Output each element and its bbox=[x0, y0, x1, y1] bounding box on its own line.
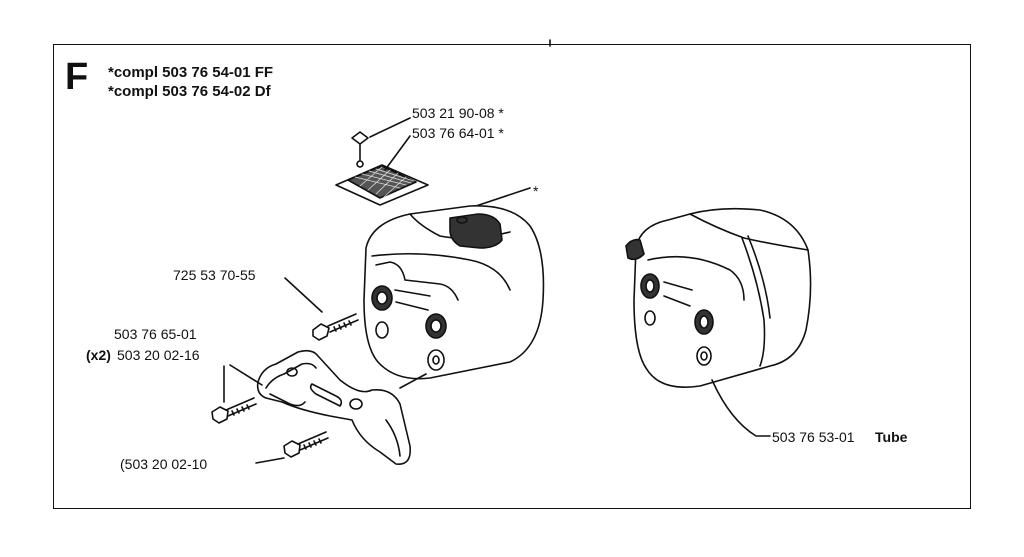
leader-tube bbox=[711, 379, 771, 437]
label-bolt-mid: 725 53 70-55 bbox=[173, 267, 256, 283]
label-screw-top: 503 21 90-08 * bbox=[412, 105, 504, 121]
label-bracket-bolt: 503 20 02-16 bbox=[117, 347, 200, 363]
leader-bracket-link bbox=[399, 373, 427, 389]
mesh-plate-drawing bbox=[335, 164, 429, 206]
muffler-left-drawing bbox=[363, 205, 545, 380]
lower-bolt-drawing bbox=[283, 431, 329, 458]
label-lower-bolt: (503 20 02-10 bbox=[120, 456, 208, 472]
leader-bolt-mid bbox=[284, 277, 323, 313]
bracket-drawing bbox=[256, 349, 412, 465]
leader-screw bbox=[369, 117, 411, 138]
leader-lower-bolt bbox=[255, 457, 285, 464]
label-tube-number: 503 76 53-01 bbox=[772, 429, 855, 445]
diagram-frame bbox=[53, 44, 971, 509]
leader-bracket bbox=[229, 364, 263, 386]
label-star: * bbox=[533, 183, 539, 199]
muffler-right-drawing bbox=[625, 207, 812, 388]
top-screw-drawing bbox=[351, 131, 369, 168]
section-letter: F bbox=[65, 56, 89, 98]
title-line-1: *compl 503 76 54-01 FF bbox=[108, 64, 274, 81]
label-tube-word: Tube bbox=[875, 429, 908, 445]
bolt-mid-drawing bbox=[312, 313, 359, 341]
label-mesh-plate: 503 76 64-01 * bbox=[412, 125, 504, 141]
label-bracket: 503 76 65-01 bbox=[114, 326, 197, 342]
leader-star bbox=[469, 187, 531, 209]
bracket-bolt-drawing bbox=[211, 397, 257, 424]
leader-plate bbox=[384, 135, 411, 171]
label-qty: (x2) bbox=[86, 347, 111, 363]
title-line-2: *compl 503 76 54-02 Df bbox=[108, 83, 271, 100]
